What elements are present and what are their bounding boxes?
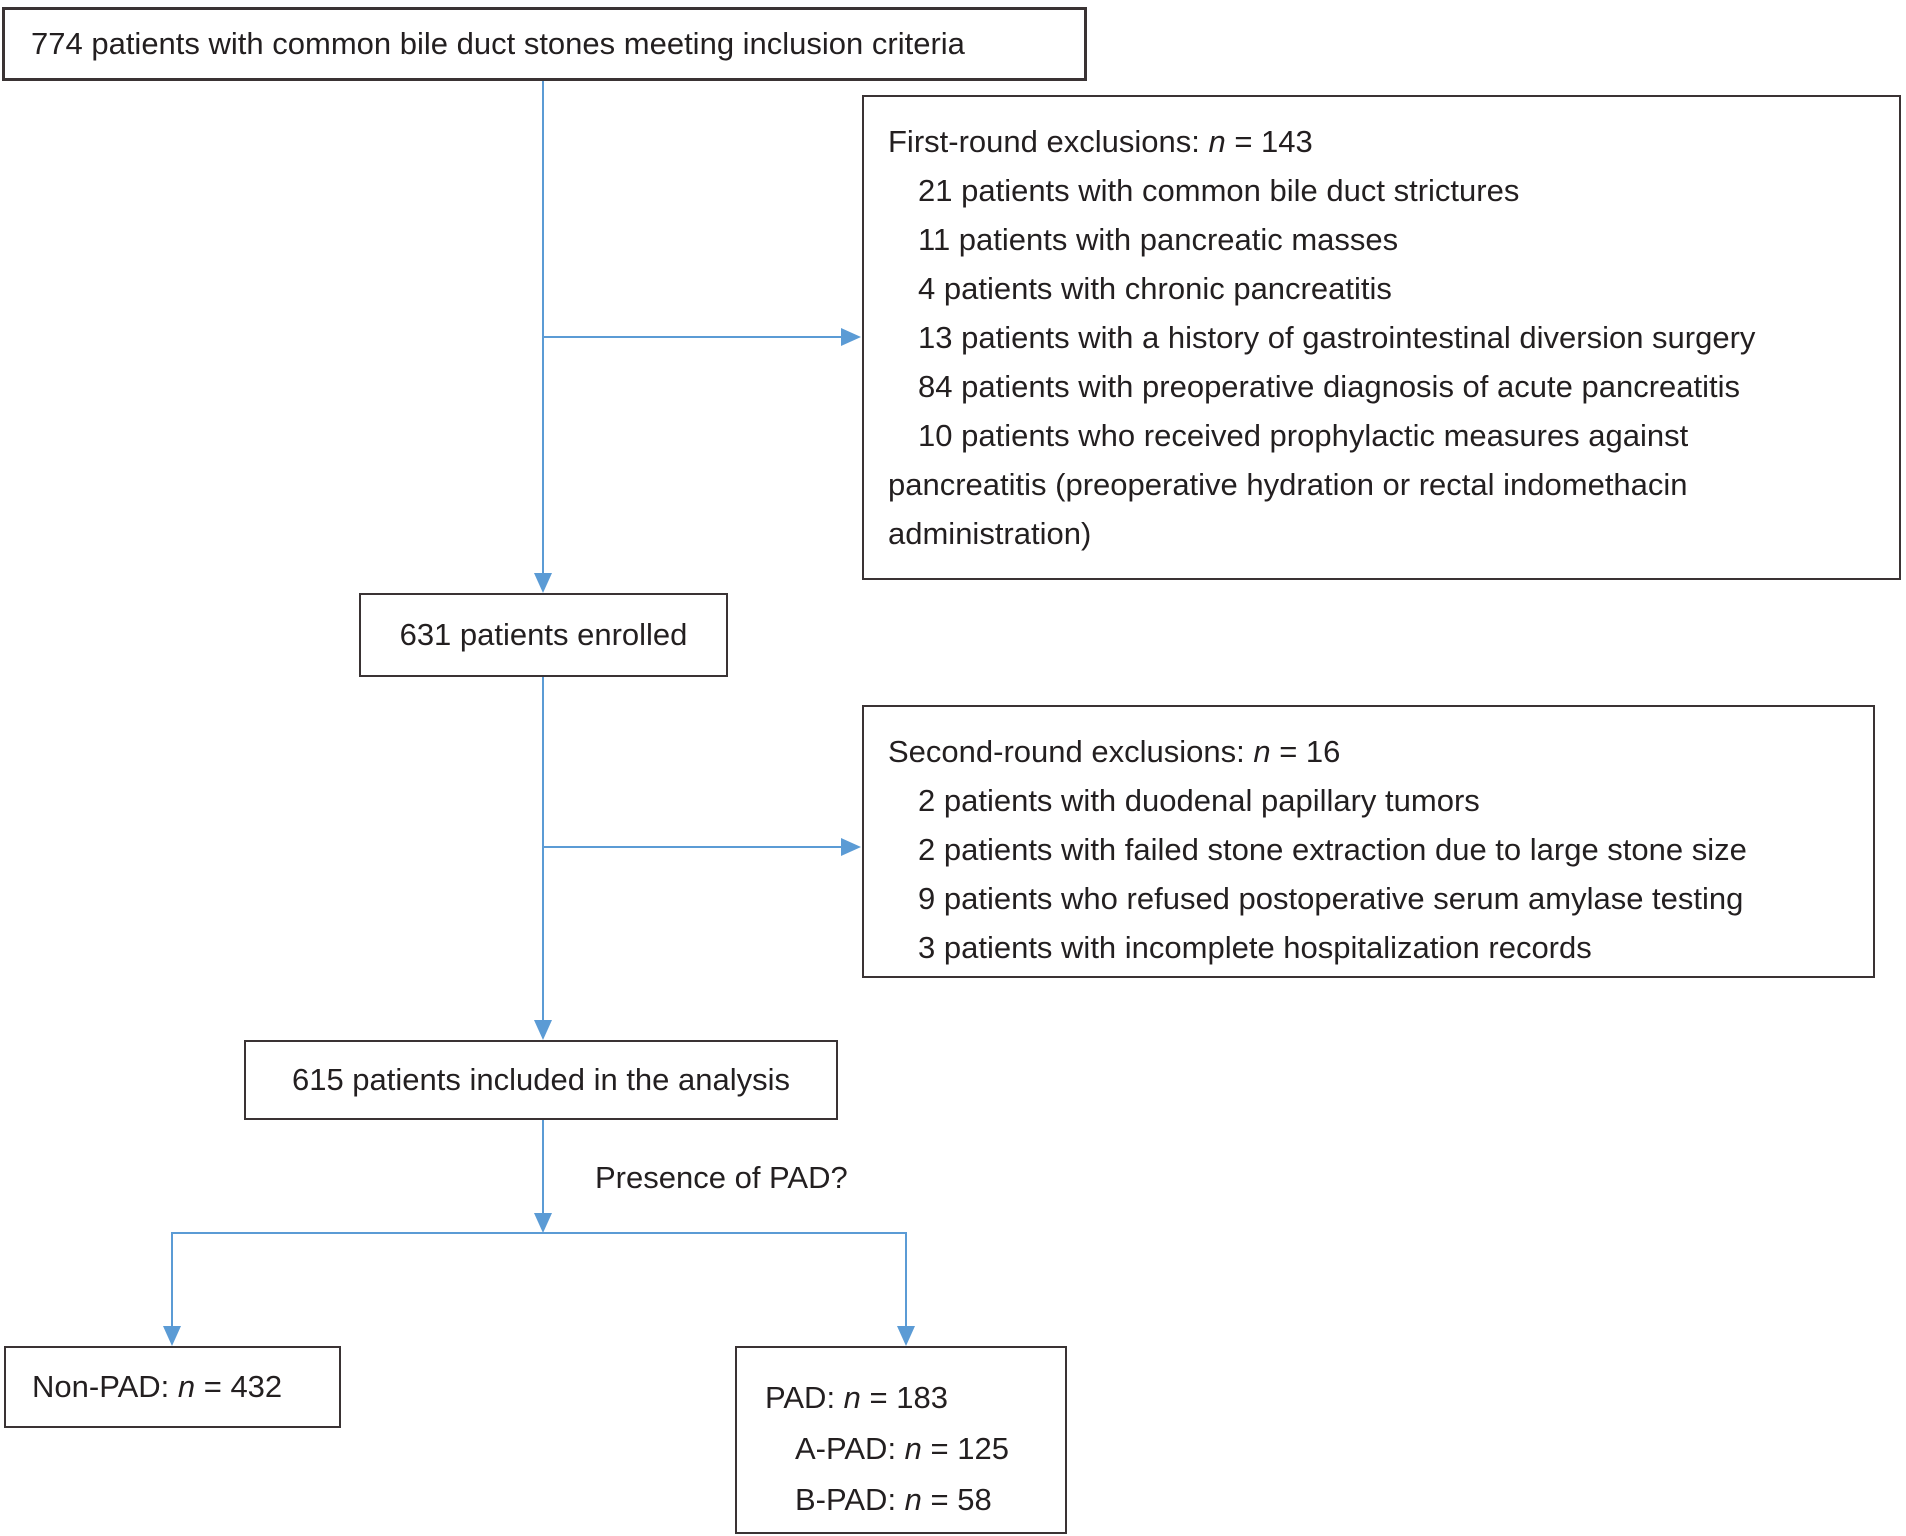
arrow-line-top-to-enrolled (542, 81, 544, 574)
arrow-line-analysis-to-branch (542, 1120, 544, 1213)
presence-of-pad-label: Presence of PAD? (595, 1160, 848, 1195)
exclusion-item: 84 patients with preoperative diagnosis … (918, 369, 1740, 404)
enrolled-text: 631 patients enrolled (399, 617, 688, 652)
exclusion-item: 10 patients who received prophylactic me… (918, 418, 1689, 453)
inclusion-criteria-text: 774 patients with common bile duct stone… (31, 26, 965, 61)
exclusion-item: 21 patients with common bile duct strict… (918, 173, 1520, 208)
exclusion-item: 2 patients with duodenal papillary tumor… (918, 783, 1480, 818)
arrow-line-branch-left (171, 1232, 173, 1326)
enrolled-box: 631 patients enrolled (359, 593, 728, 677)
arrow-line-enrolled-to-analysis (542, 677, 544, 1020)
pad-box: PAD: n = 183 A-PAD: n = 125 B-PAD: n = 5… (735, 1346, 1067, 1534)
inclusion-criteria-box: 774 patients with common bile duct stone… (2, 7, 1087, 81)
exclusion-item-continuation: pancreatitis (preoperative hydration or … (888, 467, 1688, 502)
arrowhead-down-analysis (534, 1020, 552, 1040)
arrowhead-down-nonpad (163, 1326, 181, 1346)
exclusion-item: 2 patients with failed stone extraction … (918, 832, 1747, 867)
b-pad-text: B-PAD: n = 58 (795, 1482, 992, 1517)
exclusion-item: 3 patients with incomplete hospitalizati… (918, 930, 1592, 965)
arrowhead-right-first-exclusions (841, 328, 861, 346)
exclusion-item: 4 patients with chronic pancreatitis (918, 271, 1392, 306)
exclusion-item-continuation: administration) (888, 516, 1092, 551)
non-pad-text: Non-PAD: n = 432 (32, 1369, 283, 1404)
arrow-line-branch-right (905, 1232, 907, 1326)
first-round-exclusions-heading: First-round exclusions: n = 143 (888, 124, 1313, 159)
exclusion-item: 11 patients with pancreatic masses (918, 222, 1399, 257)
second-round-exclusions-heading: Second-round exclusions: n = 16 (888, 734, 1341, 769)
branch-line (171, 1232, 907, 1234)
analysis-text: 615 patients included in the analysis (291, 1062, 791, 1097)
arrowhead-right-second-exclusions (841, 838, 861, 856)
arrow-line-second-exclusions (543, 846, 842, 848)
exclusion-item: 9 patients who refused postoperative ser… (918, 881, 1744, 916)
second-round-exclusions-box: Second-round exclusions: n = 16 2 patien… (862, 705, 1875, 978)
arrowhead-down-pad (897, 1326, 915, 1346)
arrow-line-first-exclusions (543, 336, 842, 338)
analysis-box: 615 patients included in the analysis (244, 1040, 838, 1120)
non-pad-box: Non-PAD: n = 432 (4, 1346, 341, 1428)
exclusion-item: 13 patients with a history of gastrointe… (918, 320, 1756, 355)
a-pad-text: A-PAD: n = 125 (795, 1431, 1009, 1466)
arrowhead-down-branch (534, 1213, 552, 1233)
pad-total-text: PAD: n = 183 (765, 1380, 948, 1415)
first-round-exclusions-box: First-round exclusions: n = 143 21 patie… (862, 95, 1901, 580)
arrowhead-down-enrolled (534, 573, 552, 593)
